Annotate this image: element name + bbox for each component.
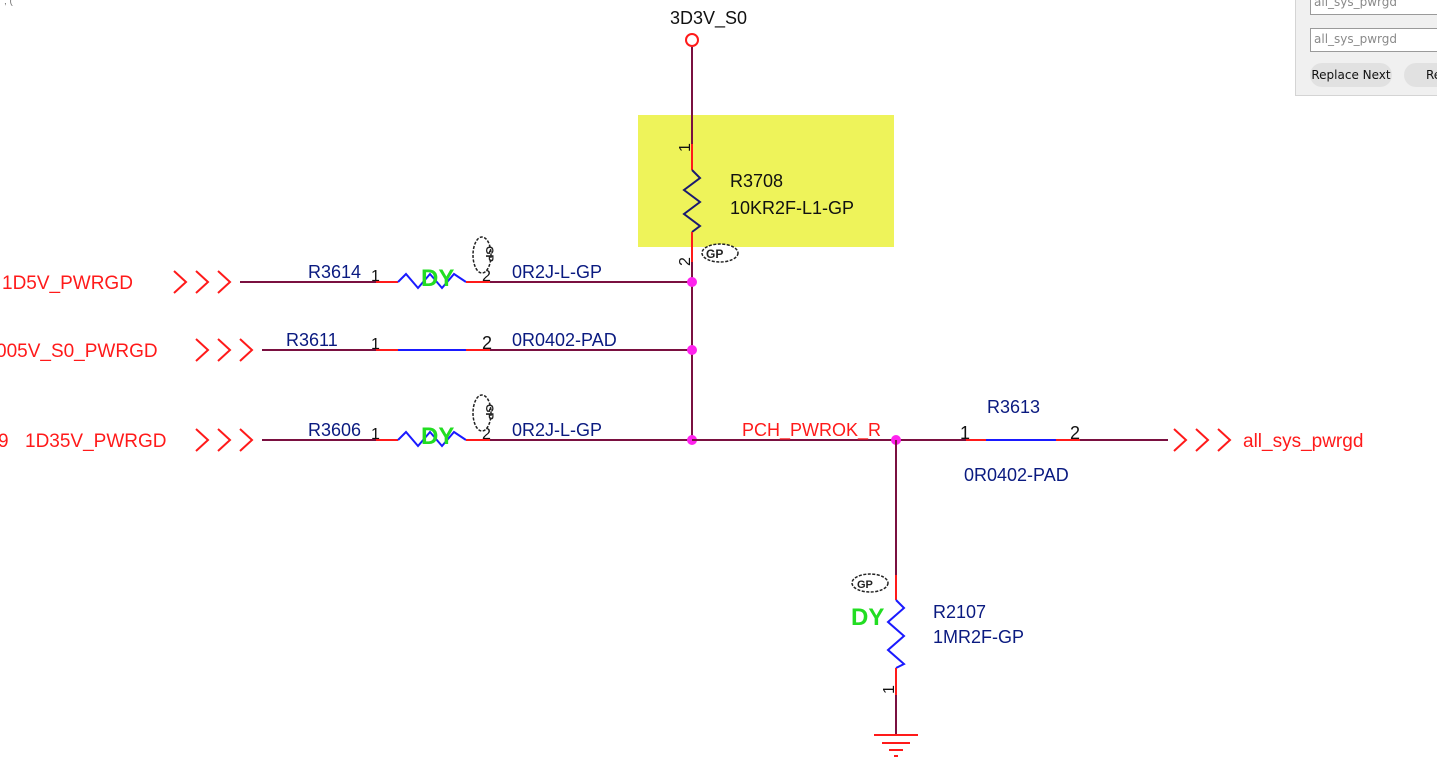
r3613-pin1-number: 1: [960, 423, 970, 443]
r3708-pin1-number: 1: [677, 143, 694, 152]
gp-tag-icon: GP: [851, 573, 889, 593]
svg-text:GP: GP: [483, 404, 495, 420]
replace-next-button[interactable]: Replace Next: [1310, 63, 1392, 87]
r2107-pin1-number: 1: [881, 685, 898, 694]
r3613-value[interactable]: 0R0402-PAD: [964, 465, 1069, 485]
gp-tag-icon: GP: [701, 243, 739, 263]
junction-dot: [687, 345, 697, 355]
r3614-pin2-number: 2: [482, 268, 491, 285]
gp-tag-icon: GP: [472, 236, 495, 274]
r3606-resistor-symbol[interactable]: [397, 430, 467, 448]
r3606-dy-tag: DY: [421, 423, 454, 450]
selection-highlight: [638, 115, 894, 247]
r3613-ref[interactable]: R3613: [987, 397, 1040, 417]
r2107-ref[interactable]: R2107: [933, 602, 986, 622]
r3614-value[interactable]: 0R2J-L-GP: [512, 262, 602, 282]
svg-text:GP: GP: [483, 246, 495, 262]
power-rail-label: 3D3V_S0: [670, 8, 747, 29]
ground-icon[interactable]: [874, 734, 918, 757]
net-label-005v-s0-pwrgd[interactable]: 005V_S0_PWRGD: [0, 341, 158, 362]
replace-input[interactable]: all_sys_pwrgd: [1310, 28, 1437, 52]
r3606-ref[interactable]: R3606: [308, 420, 361, 440]
net-label-all-sys-pwrgd[interactable]: all_sys_pwrgd: [1243, 431, 1363, 452]
r3611-pin1-number: 1: [371, 336, 380, 353]
r3614-dy-tag: DY: [421, 265, 454, 292]
r3606-pin2-number: 2: [482, 426, 491, 443]
r2107-value[interactable]: 1MR2F-GP: [933, 627, 1024, 647]
corner-mark: ; (: [4, 0, 13, 7]
offpage-connector-icon[interactable]: [195, 338, 254, 362]
r3606-value[interactable]: 0R2J-L-GP: [512, 420, 602, 440]
r3708-resistor-symbol[interactable]: [682, 169, 702, 233]
gp-tag-icon: GP: [472, 394, 495, 432]
offpage-connector-icon[interactable]: [173, 270, 232, 294]
r3708-ref[interactable]: R3708: [730, 171, 783, 191]
r2107-dy-tag: DY: [851, 604, 884, 631]
r3613-pin2-number: 2: [1070, 423, 1080, 443]
r3611-ref[interactable]: R3611: [286, 330, 338, 350]
replace-all-button[interactable]: Re: [1404, 63, 1437, 87]
r3614-pin1-number: 1: [371, 268, 380, 285]
find-input[interactable]: all_sys_pwrgd: [1310, 0, 1437, 15]
r3606-pin1-number: 1: [371, 426, 380, 443]
r3614-ref[interactable]: R3614: [308, 262, 361, 282]
r3708-pin2-number: 2: [677, 257, 694, 266]
junction-dot: [687, 277, 697, 287]
r2107-resistor-symbol[interactable]: [886, 599, 906, 669]
offpage-connector-icon[interactable]: [1173, 428, 1232, 452]
net-label-1d35v-pwrgd[interactable]: 1D35V_PWRGD: [25, 431, 167, 452]
net-label-1d5v-pwrgd[interactable]: 1D5V_PWRGD: [2, 273, 133, 294]
gp-tag-text: GP: [706, 247, 723, 261]
net-prefix: 9: [0, 431, 9, 452]
r3611-pin2-number: 2: [482, 333, 492, 353]
r3611-value[interactable]: 0R0402-PAD: [512, 330, 617, 350]
net-label-pch-pwrok-r[interactable]: PCH_PWROK_R: [742, 420, 881, 441]
offpage-connector-icon[interactable]: [195, 428, 254, 452]
r3708-value[interactable]: 10KR2F-L1-GP: [730, 198, 854, 218]
power-rail-connector-icon[interactable]: [685, 33, 699, 47]
find-replace-dialog: all_sys_pwrgd all_sys_pwrgd Replace Next…: [1295, 0, 1437, 96]
r3614-resistor-symbol[interactable]: [397, 272, 467, 290]
svg-text:GP: GP: [857, 579, 873, 591]
